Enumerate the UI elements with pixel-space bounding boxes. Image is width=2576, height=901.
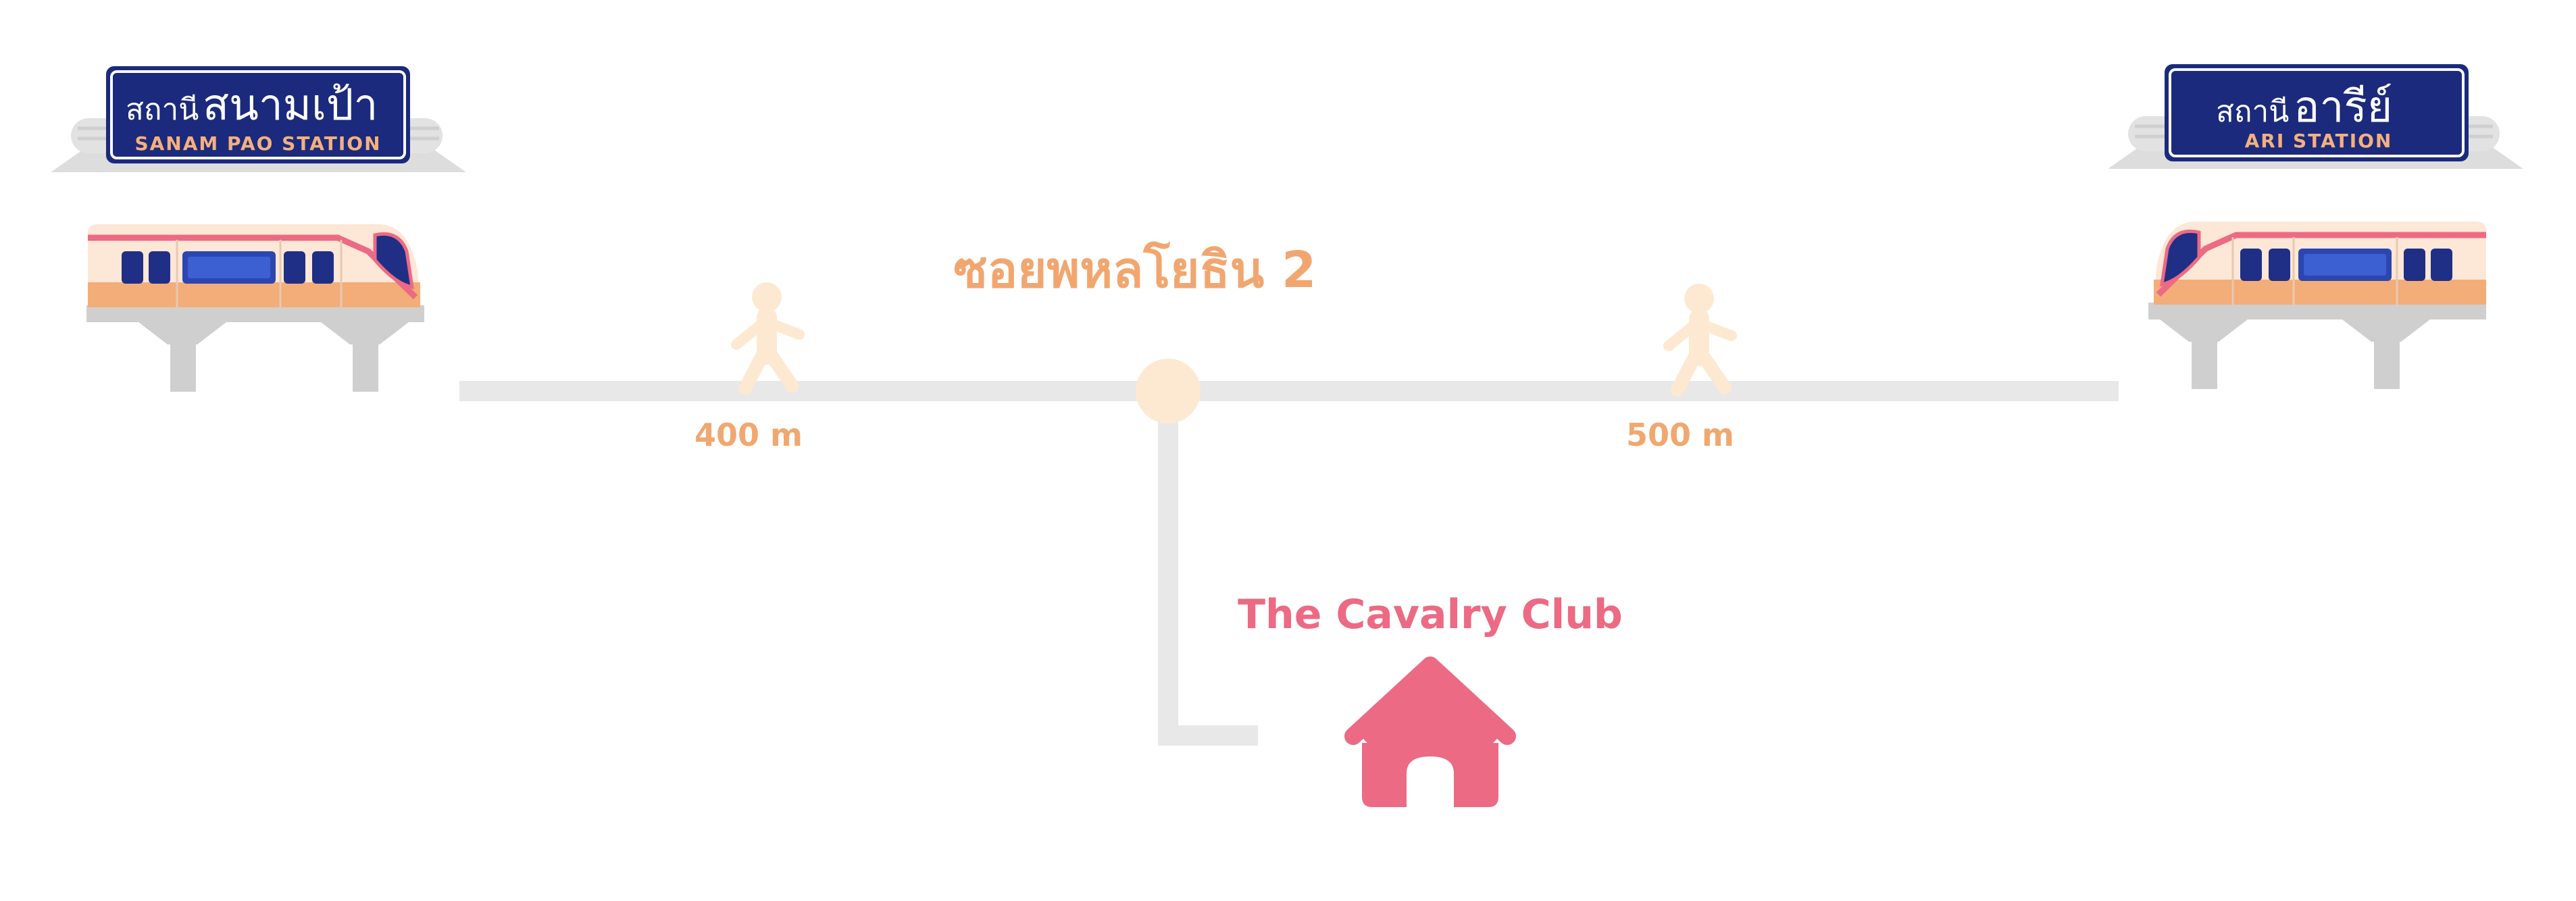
person-walking-icon bbox=[731, 282, 805, 395]
road-name: ซอยพหลโยธิน 2 bbox=[953, 240, 1316, 299]
right-walker bbox=[1663, 284, 1737, 396]
left-station-english: SANAM PAO STATION bbox=[134, 132, 381, 155]
road-network bbox=[459, 359, 2119, 746]
left-distance: 400 m bbox=[694, 417, 803, 453]
left-station-name: สนามเป้า bbox=[203, 80, 378, 130]
right-distance: 500 m bbox=[1626, 417, 1734, 453]
house-icon bbox=[1344, 657, 1516, 807]
right-train bbox=[2154, 222, 2486, 305]
left-viaduct bbox=[86, 305, 424, 392]
right-viaduct bbox=[2148, 303, 2486, 389]
skytrain-icon bbox=[2154, 222, 2486, 305]
left-station: สถานี สนามเป้า SANAM PAO STATION bbox=[51, 66, 466, 392]
main-road bbox=[459, 381, 2119, 401]
right-station-sign: สถานี อารีย์ ARI STATION bbox=[2165, 64, 2469, 161]
person-walking-icon bbox=[1663, 284, 1737, 396]
right-station-prefix: สถานี bbox=[2216, 95, 2289, 129]
junction-node bbox=[1136, 359, 1201, 423]
right-station-english: ARI STATION bbox=[2245, 130, 2393, 152]
left-station-sign: สถานี สนามเป้า SANAM PAO STATION bbox=[106, 66, 410, 163]
left-walker bbox=[731, 282, 805, 395]
destination-name: The Cavalry Club bbox=[1238, 591, 1623, 638]
left-station-prefix: สถานี bbox=[126, 93, 199, 127]
skytrain-icon bbox=[88, 224, 420, 307]
left-train bbox=[88, 224, 420, 307]
right-station: สถานี อารีย์ ARI STATION bbox=[2108, 64, 2523, 389]
side-road bbox=[1158, 405, 1258, 746]
right-station-name: อารีย์ bbox=[2294, 82, 2392, 132]
destination-house bbox=[1344, 657, 1516, 807]
